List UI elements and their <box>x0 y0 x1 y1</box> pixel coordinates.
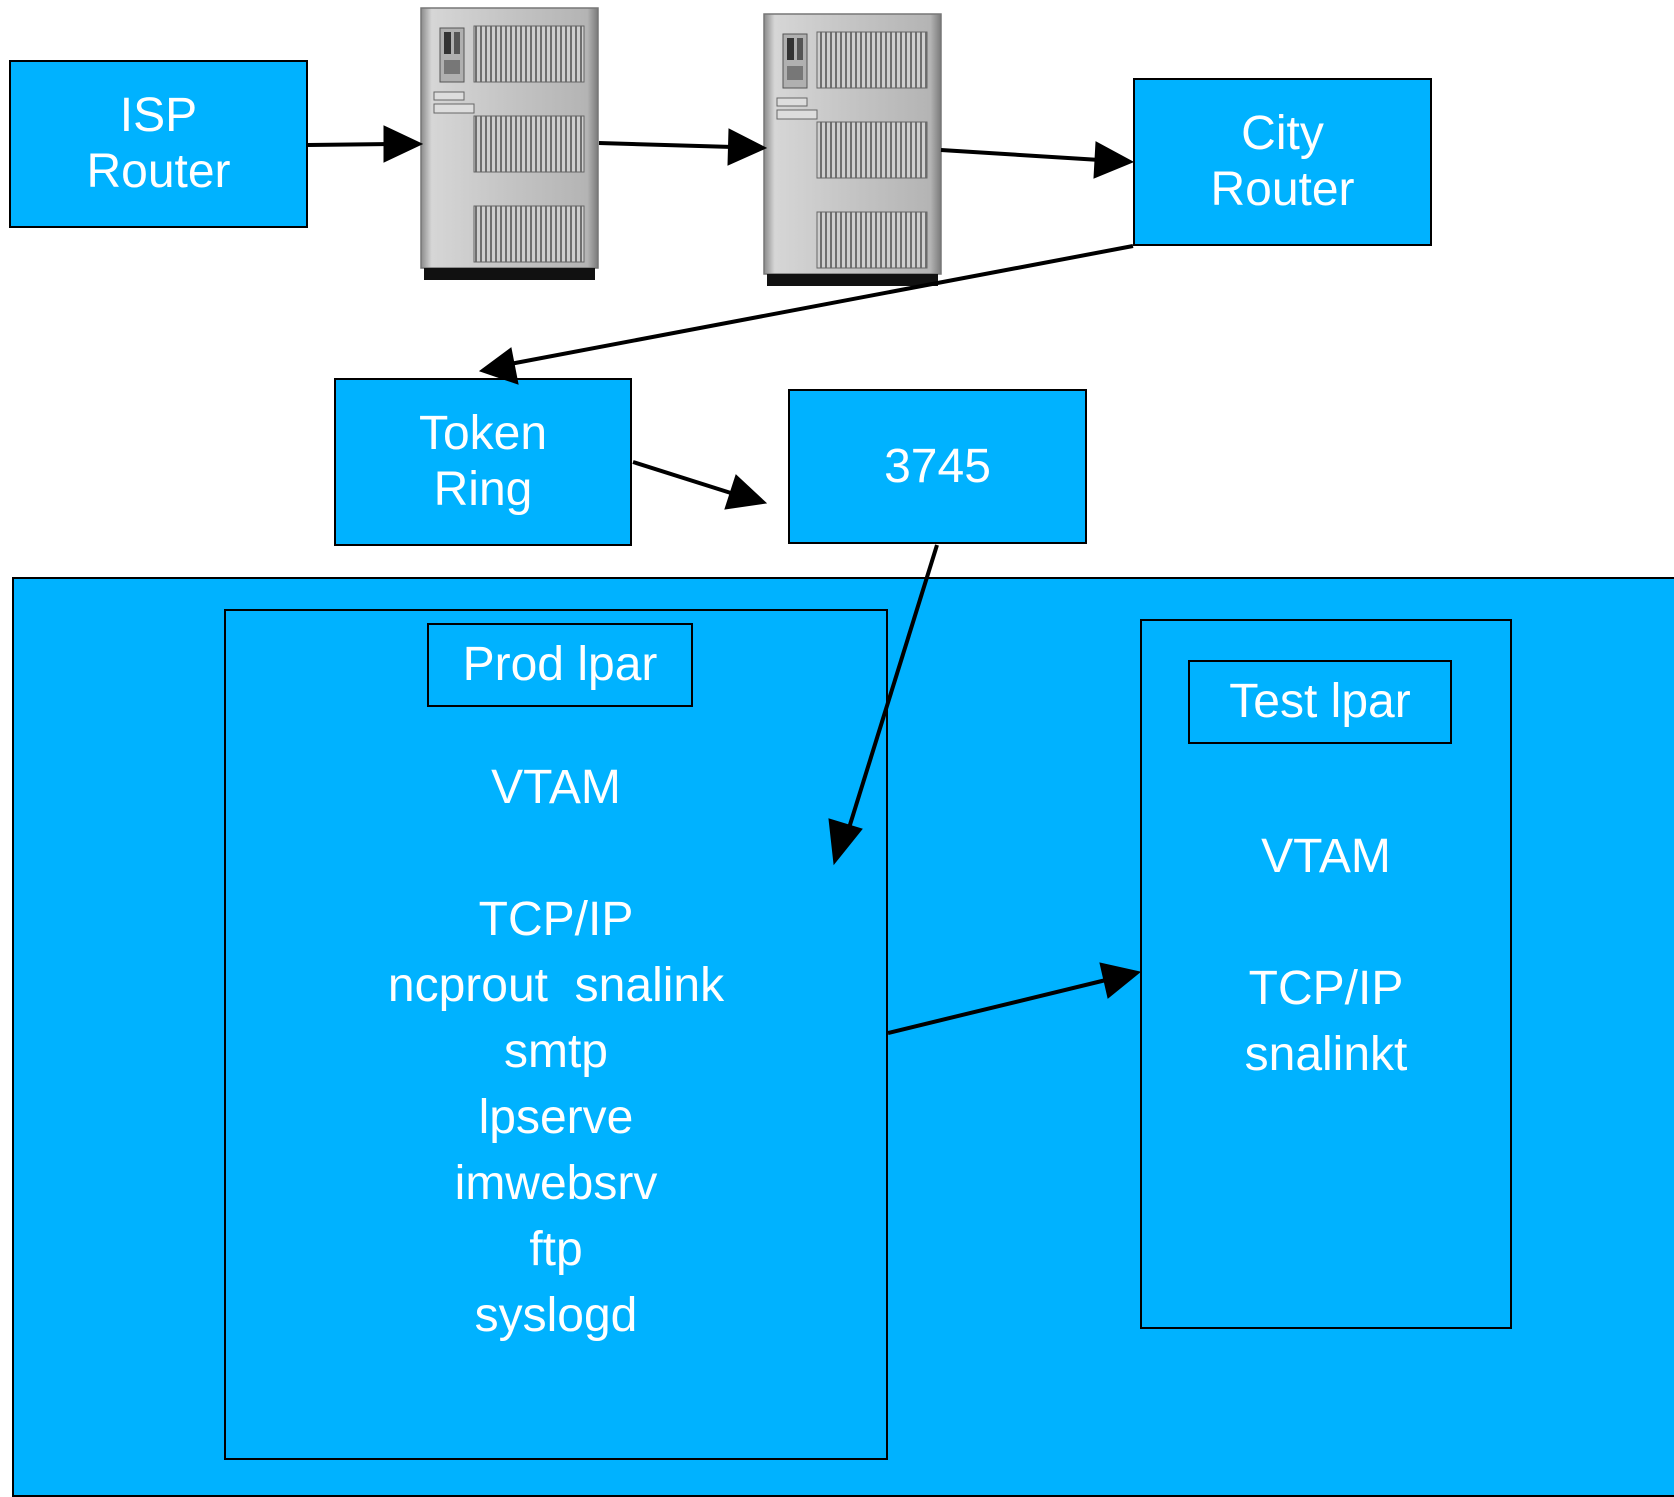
isp-router-label-line1: ISP <box>119 89 198 142</box>
prod-lpar-frame: Prod lpar VTAM TCP/IP ncprout snalink sm… <box>224 609 888 1460</box>
3745-label: 3745 <box>884 439 991 493</box>
mainframe-region <box>12 577 1674 1497</box>
prod-service-lpserve: lpserve <box>478 1091 634 1144</box>
city-router-label-line1: City <box>1241 107 1324 160</box>
prod-service-syslogd: syslogd <box>474 1289 638 1342</box>
test-service-snalinkt: snalinkt <box>1244 1028 1408 1081</box>
test-service-tcpip: TCP/IP <box>1248 962 1404 1015</box>
arrowhead <box>1093 141 1135 179</box>
arrowhead <box>383 125 424 163</box>
server-tower-icon <box>420 7 599 280</box>
prod-service-ftp: ftp <box>529 1223 583 1276</box>
test-lpar-services: VTAM TCP/IP snalinkt <box>1142 824 1510 1088</box>
prod-service-vtam: VTAM <box>491 761 621 814</box>
city-router-label-line2: Router <box>1210 163 1355 216</box>
arrow-isp-to-server1 <box>307 142 391 147</box>
arrow-3745-to-prod-lpar <box>847 544 939 829</box>
arrowhead <box>478 347 519 385</box>
isp-router-node: ISP Router <box>9 60 308 228</box>
test-lpar-title: Test lpar <box>1229 675 1411 728</box>
prod-lpar-title-box: Prod lpar <box>427 623 693 707</box>
arrowhead <box>828 818 863 866</box>
isp-router-label-line2: Router <box>86 145 231 198</box>
arrow-prod-to-test-lpar <box>887 978 1107 1035</box>
prod-lpar-services: VTAM TCP/IP ncprout snalink smtp lpserve… <box>226 755 886 1349</box>
test-lpar-frame: Test lpar VTAM TCP/IP snalinkt <box>1140 619 1512 1329</box>
prod-lpar-title: Prod lpar <box>462 638 658 691</box>
prod-service-tcpip: TCP/IP <box>478 893 634 946</box>
arrowhead <box>1099 962 1142 999</box>
token-ring-label-line1: Token <box>418 407 548 460</box>
arrowhead <box>727 128 768 166</box>
3745-node: 3745 <box>788 389 1087 544</box>
token-ring-label-line2: Ring <box>433 463 533 516</box>
prod-service-imwebsrv: imwebsrv <box>454 1157 658 1210</box>
test-lpar-title-box: Test lpar <box>1188 660 1452 744</box>
token-ring-node: Token Ring <box>334 378 632 546</box>
prod-service-smtp: smtp <box>503 1025 608 1078</box>
arrowhead <box>724 474 768 510</box>
city-router-node: City Router <box>1133 78 1432 246</box>
prod-service-ncprout-snalink: ncprout snalink <box>387 959 725 1012</box>
arrow-city-router-to-token-ring <box>509 244 1134 366</box>
arrow-server1-to-server2 <box>598 141 734 149</box>
test-service-vtam: VTAM <box>1261 830 1391 883</box>
arrow-token-ring-to-3745 <box>632 460 735 496</box>
server-tower-icon <box>763 13 942 286</box>
arrow-server2-to-city-router <box>940 148 1101 162</box>
